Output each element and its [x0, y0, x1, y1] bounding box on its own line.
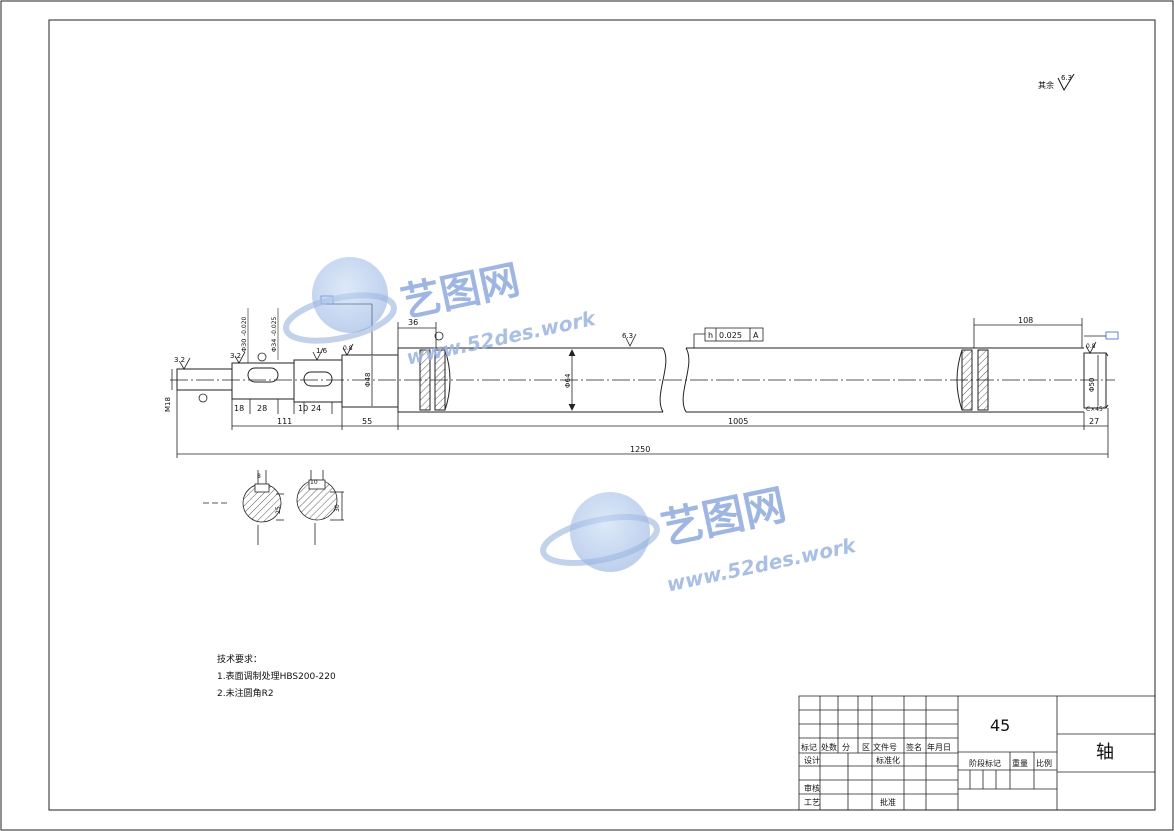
tb-header-count: 处数 [821, 742, 837, 752]
tolerance-frame [693, 327, 764, 348]
tolerance-datum: A [753, 331, 759, 340]
tb-weight: 重量 [1012, 758, 1028, 768]
dim-seg-28: 28 [257, 404, 267, 413]
tb-header-zone: 区 [862, 743, 870, 752]
left-step-dims [247, 308, 279, 363]
section-a-dim: 25 [275, 506, 282, 514]
tb-scale: 比例 [1036, 758, 1052, 768]
general-roughness-note: 其余 6.3 [1038, 73, 1075, 92]
roughness-right-end: 0.8 [1086, 343, 1096, 350]
tolerance-symbol: h [708, 331, 713, 340]
dim-main-body: 1005 [728, 417, 748, 426]
dia-left-b-label: Φ34 [270, 339, 278, 352]
roughness-left-end: 3.2 [174, 356, 185, 364]
dia-main-label: Φ64 [564, 373, 572, 388]
tb-material: 45 [990, 716, 1010, 735]
section-view-a [203, 470, 284, 545]
section-b-key: 10 [310, 479, 318, 486]
watermark-top: 艺图网 www.52des.work [283, 257, 599, 370]
roughness-shoulder-b: 0.8 [343, 345, 353, 352]
dia-right-label: Φ50 [1088, 378, 1096, 392]
groove-left [419, 349, 451, 411]
dim-left-section: 111 [277, 417, 292, 426]
keyway-slot-a [247, 367, 279, 383]
dim-seg-24: 24 [311, 404, 321, 413]
dim-collar-width: 36 [408, 318, 418, 327]
keyway-slot-b [303, 371, 333, 387]
roughness-remaining-value: 6.3 [1061, 74, 1072, 82]
bottom-dims [176, 390, 1109, 458]
section-a-key: 8 [257, 473, 261, 480]
tech-requirement-item: 1.表面调制处理HBS200-220 [217, 672, 336, 682]
tech-requirement-item: 2.未注圆角R2 [217, 689, 274, 699]
watermark-globe-icon [570, 492, 650, 572]
tech-requirements: 技术要求： 1.表面调制处理HBS200-220 2.未注圆角R2 [217, 652, 336, 703]
dim-chamfer: C×45° [1086, 406, 1106, 413]
dia-left-a-label: Φ30 [240, 339, 248, 352]
watermark-center: 艺图网 www.52des.work [540, 480, 859, 596]
dim-seg-10: 10 [298, 404, 308, 413]
shaft-break-left [659, 347, 667, 413]
watermark-brand: 艺图网 [657, 480, 790, 554]
roughness-remaining-label: 其余 [1038, 80, 1054, 90]
top-dims [397, 318, 1083, 348]
roughness-shoulder-a: 1.6 [316, 347, 328, 355]
tb-header-sign: 签名 [906, 742, 922, 752]
tb-part-name: 轴 [1096, 742, 1114, 763]
watermark-brand: 艺图网 [397, 257, 524, 327]
dim-seg-18: 18 [234, 404, 244, 413]
tb-standardize: 标准化 [876, 755, 900, 765]
tb-header-mark: 标记 [801, 742, 817, 752]
shaft-main-body-right [686, 347, 1084, 413]
shaft-thread-end [176, 368, 233, 391]
thread-label: M18 [164, 397, 172, 412]
tb-review: 审核 [804, 783, 820, 793]
dim-right-groove-span: 108 [1018, 316, 1033, 325]
dim-total-length: 1250 [630, 445, 650, 454]
roughness-marks [179, 331, 1097, 403]
tb-process: 工艺 [804, 798, 820, 807]
tb-stage-mark: 阶段标记 [969, 758, 1001, 768]
roughness-main-surface: 6.3 [622, 332, 633, 340]
dia-collar-label: Φ48 [364, 373, 372, 387]
tol-left-b-label: -0.025 [271, 316, 278, 336]
inner-frame [48, 19, 1156, 811]
section-view-b [296, 470, 344, 545]
dia-main-dim [568, 349, 576, 411]
section-b-dim: 30 [334, 504, 341, 512]
tb-header-docno: 文件号 [873, 742, 897, 752]
tb-header-date: 年月日 [927, 742, 951, 752]
roughness-symbol-icon [1057, 73, 1075, 92]
dim-collar-section: 55 [362, 417, 372, 426]
dim-right-end: 27 [1089, 417, 1099, 426]
watermark-globe-icon [312, 257, 388, 333]
roughness-key-seat: 3.2 [230, 352, 241, 360]
tolerance-value: 0.025 [719, 331, 742, 340]
tol-left-a-label: -0.020 [241, 316, 248, 336]
shaft-right-end [1083, 352, 1107, 409]
tech-requirements-title: 技术要求： [217, 655, 263, 665]
tb-approve: 批准 [880, 797, 896, 807]
shaft-step-second [293, 359, 343, 403]
title-block [798, 695, 1156, 811]
tb-design: 设计 [804, 755, 820, 765]
tb-header-div: 分 [842, 743, 850, 752]
